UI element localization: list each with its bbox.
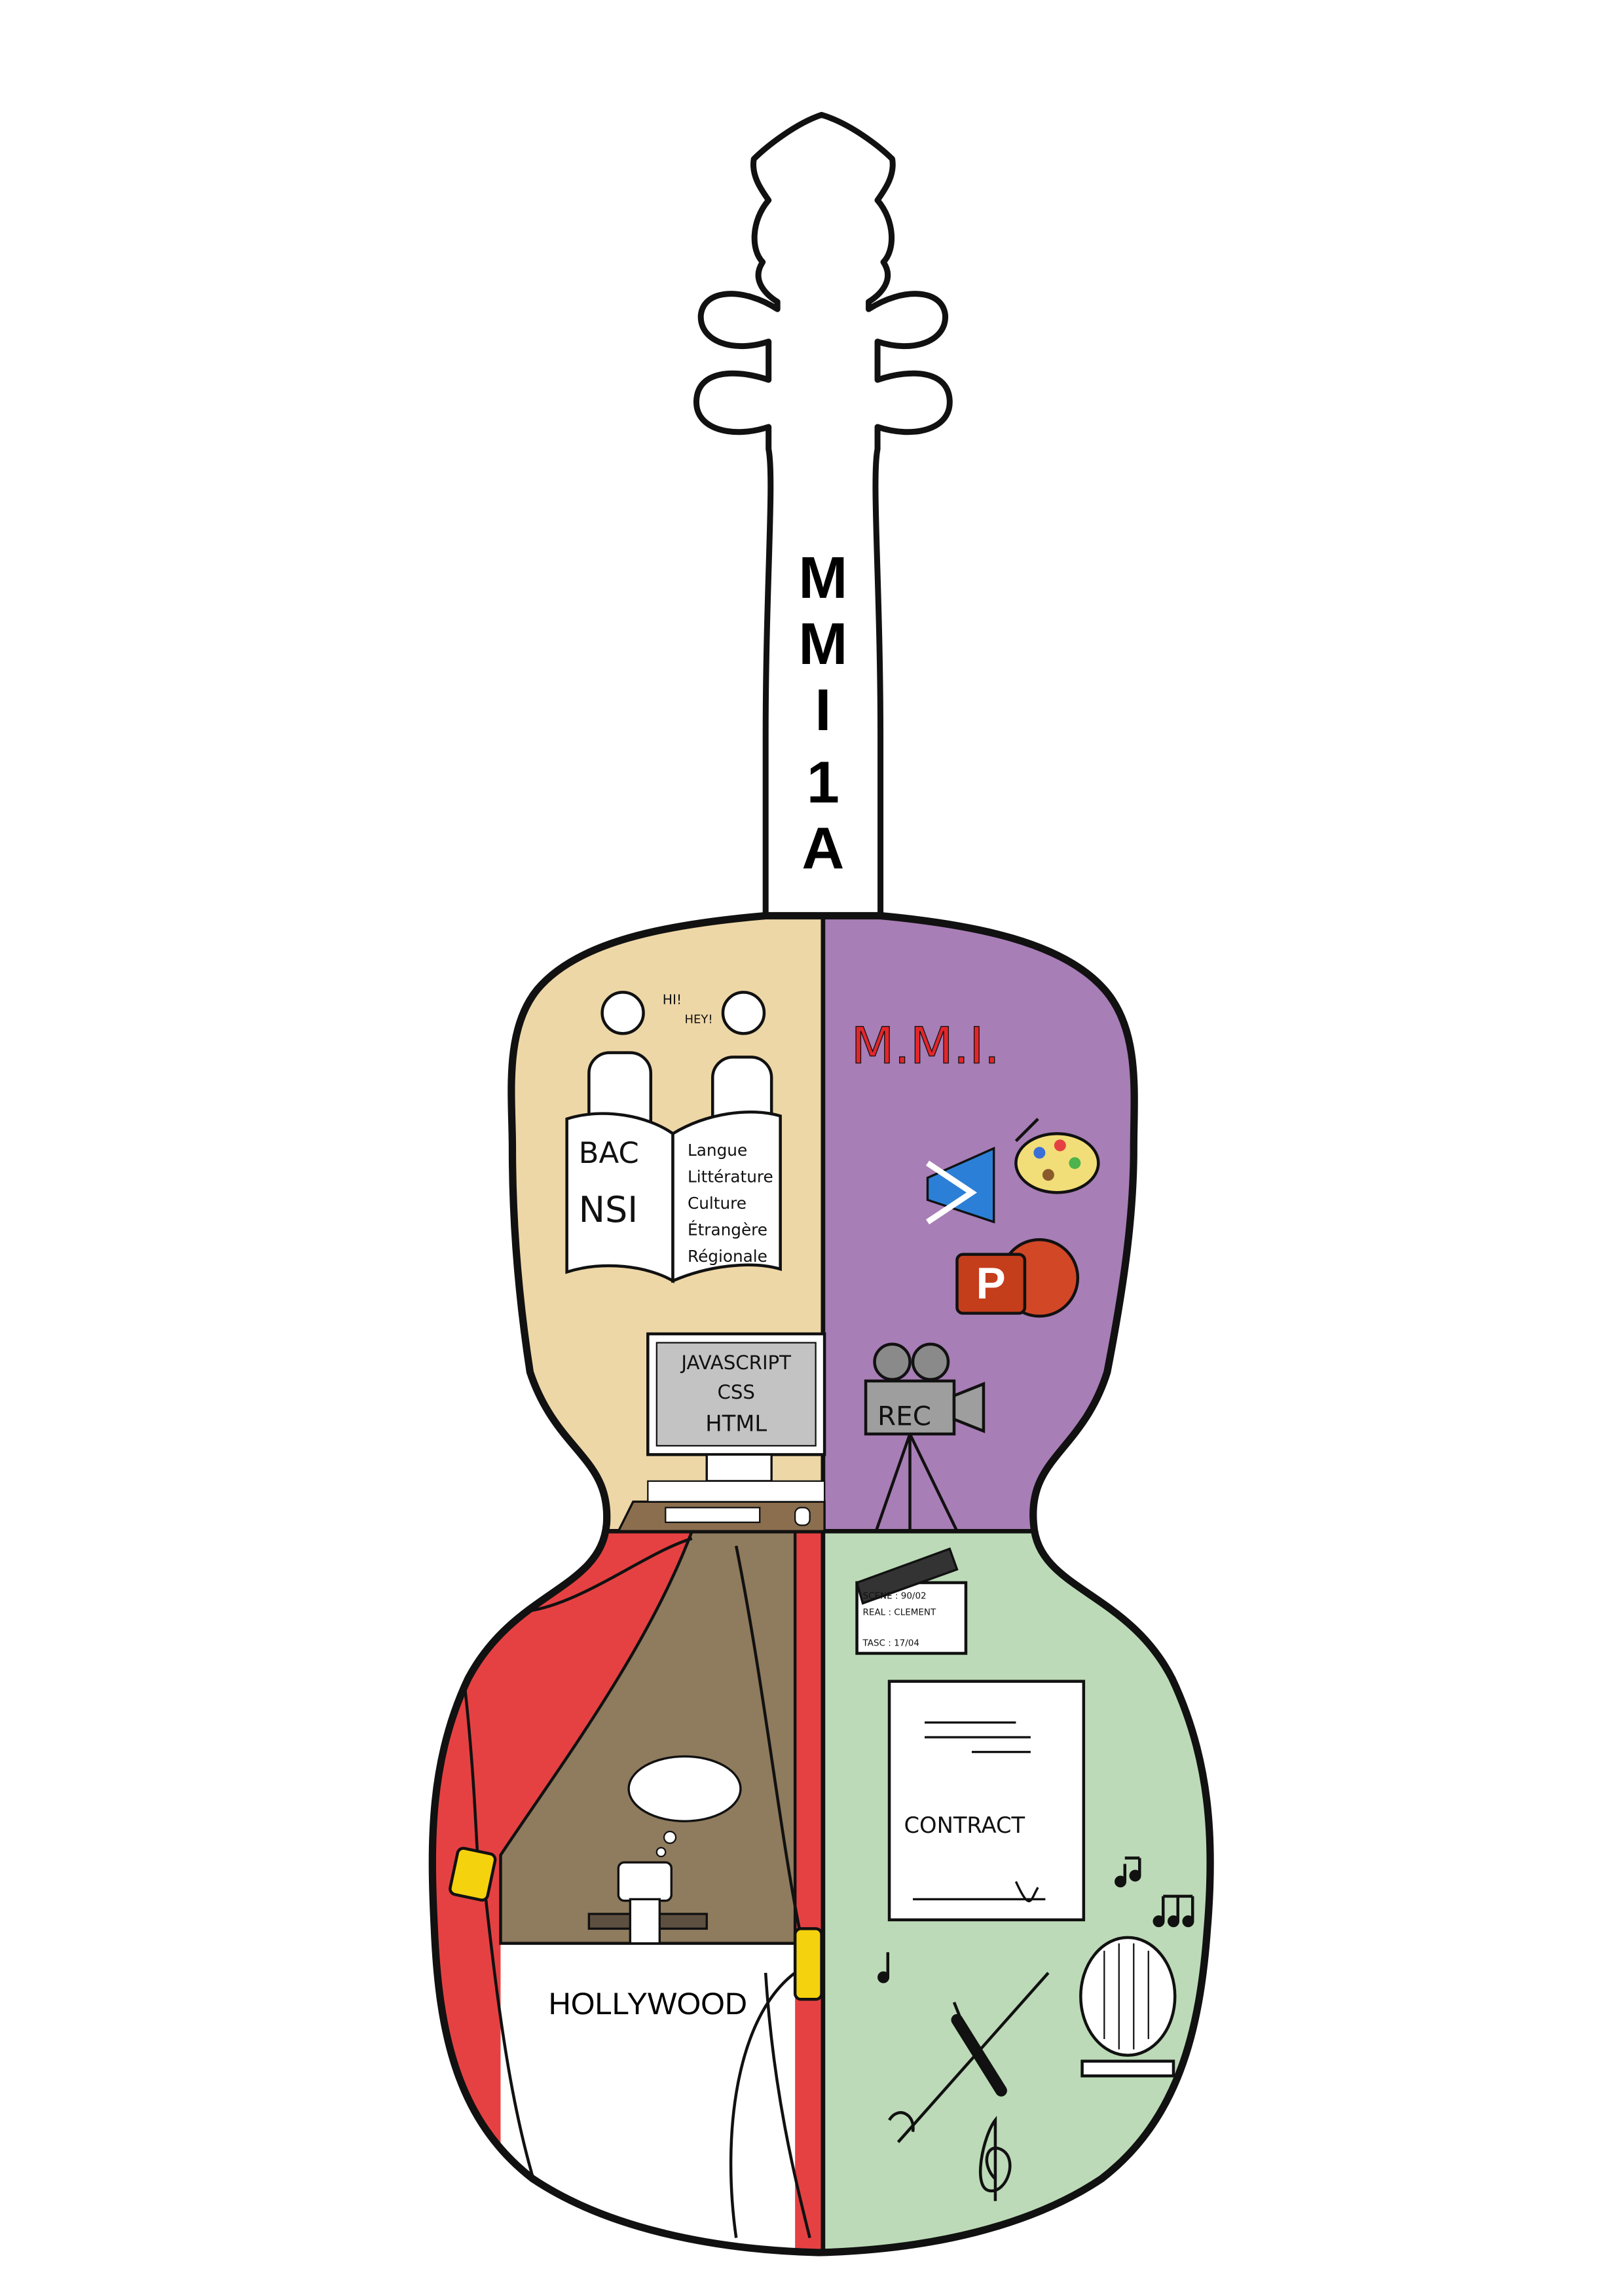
clapper-line: SCENE : 90/02 (863, 1591, 927, 1602)
book-text-line: Littérature (688, 1167, 773, 1186)
mmi-brand-text: M.M.I. (851, 1017, 1000, 1075)
neck-letter: M (798, 545, 847, 611)
camera-rec-label: REC (877, 1400, 931, 1431)
contract-document (887, 1680, 1086, 1922)
violin-body-outline (428, 911, 1214, 2256)
book-text-line: Culture (688, 1194, 747, 1213)
paint-palette-icon (1014, 1118, 1100, 1194)
neck-letter: M (798, 612, 847, 677)
neck-letter: I (815, 678, 831, 743)
computer-monitor (616, 1332, 826, 1533)
open-book (565, 1110, 782, 1284)
film-clapperboard (855, 1547, 968, 1655)
book-text-line: Étrangère (688, 1220, 767, 1239)
powerpoint-letter: P (976, 1259, 1006, 1308)
powerpoint-icon: P (955, 1238, 1080, 1318)
book-text-bac: BAC (579, 1135, 639, 1170)
vscode-icon (926, 1147, 995, 1224)
studio-microphone (1079, 1936, 1177, 2078)
neck-label: M M I 1 A (798, 545, 847, 882)
monitor-line: HTML (705, 1410, 767, 1436)
clapper-line: TASC : 17/04 (862, 1638, 919, 1649)
movie-camera (864, 1342, 986, 1532)
speech-hey: HEY! (685, 1013, 713, 1027)
neck-letter: 1 (807, 750, 840, 815)
book-text-line: Régionale (688, 1247, 767, 1266)
treble-clef-icon (979, 2116, 1012, 2201)
clapper-line: REAL : CLEMENT (863, 1607, 936, 1617)
neck-letter: A (802, 817, 844, 882)
book-text-nsi: NSI (579, 1189, 638, 1230)
hollywood-sign: HOLLYWOOD (549, 1987, 747, 2021)
contract-label: CONTRACT (904, 1813, 1025, 1838)
fountain-pen-and-sword (888, 1972, 1050, 2143)
book-text-line: Langue (688, 1141, 747, 1160)
monitor-line: JAVASCRIPT (680, 1352, 791, 1374)
music-notes-icon (877, 1856, 1194, 1983)
speech-hi: HI! (663, 991, 682, 1007)
monitor-line: CSS (717, 1381, 755, 1403)
